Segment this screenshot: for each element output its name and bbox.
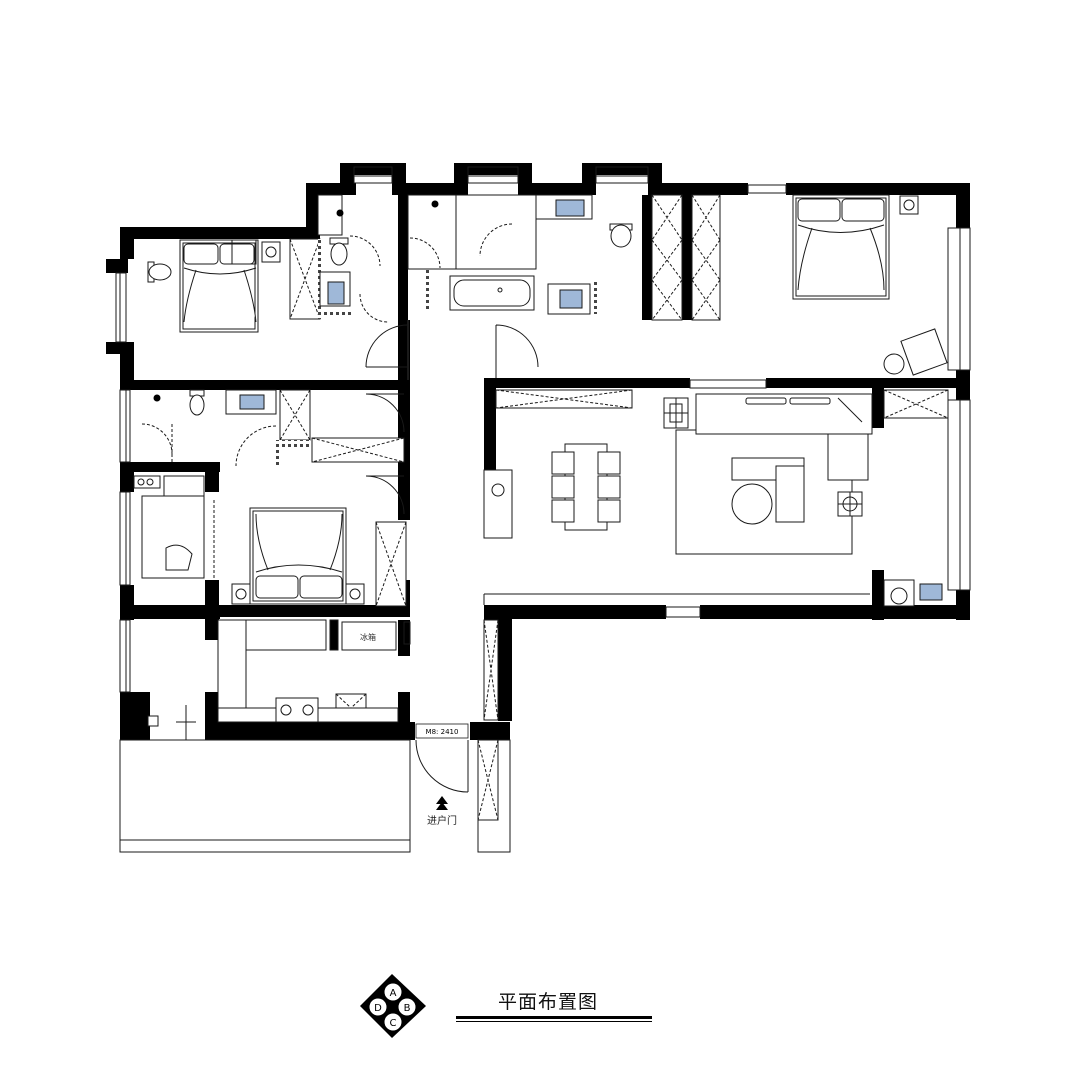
drawing-title: 平面布置图	[498, 991, 599, 1013]
thin-lines	[115, 166, 971, 853]
kitchen	[217, 619, 411, 723]
compass-d: D	[374, 1003, 382, 1014]
wardrobes	[163, 194, 949, 821]
title-underline	[456, 1016, 652, 1022]
fridge-label: 冰箱	[360, 632, 376, 642]
door-mark-box	[415, 723, 469, 739]
compass-c: C	[390, 1018, 397, 1029]
living-dining	[483, 328, 948, 607]
door-mark: M8: 2410	[426, 728, 459, 736]
floor-drains	[153, 200, 439, 402]
compass: A B C D	[360, 974, 426, 1038]
door-swings	[141, 223, 539, 793]
compass-b: B	[404, 1003, 411, 1014]
entrance-arrow	[436, 796, 448, 810]
bed-second	[249, 507, 347, 605]
nightstands	[231, 195, 919, 605]
walls	[106, 163, 970, 740]
compass-a: A	[390, 988, 397, 999]
compass-a-circle	[383, 982, 403, 1002]
entrance-label: 进户门	[427, 814, 457, 827]
compass-b-circle	[397, 997, 417, 1017]
compass-d-circle	[368, 997, 388, 1017]
compass-c-circle	[383, 1012, 403, 1032]
bed-master-left	[179, 239, 259, 333]
bed-master-right	[792, 194, 890, 300]
study	[133, 475, 205, 727]
